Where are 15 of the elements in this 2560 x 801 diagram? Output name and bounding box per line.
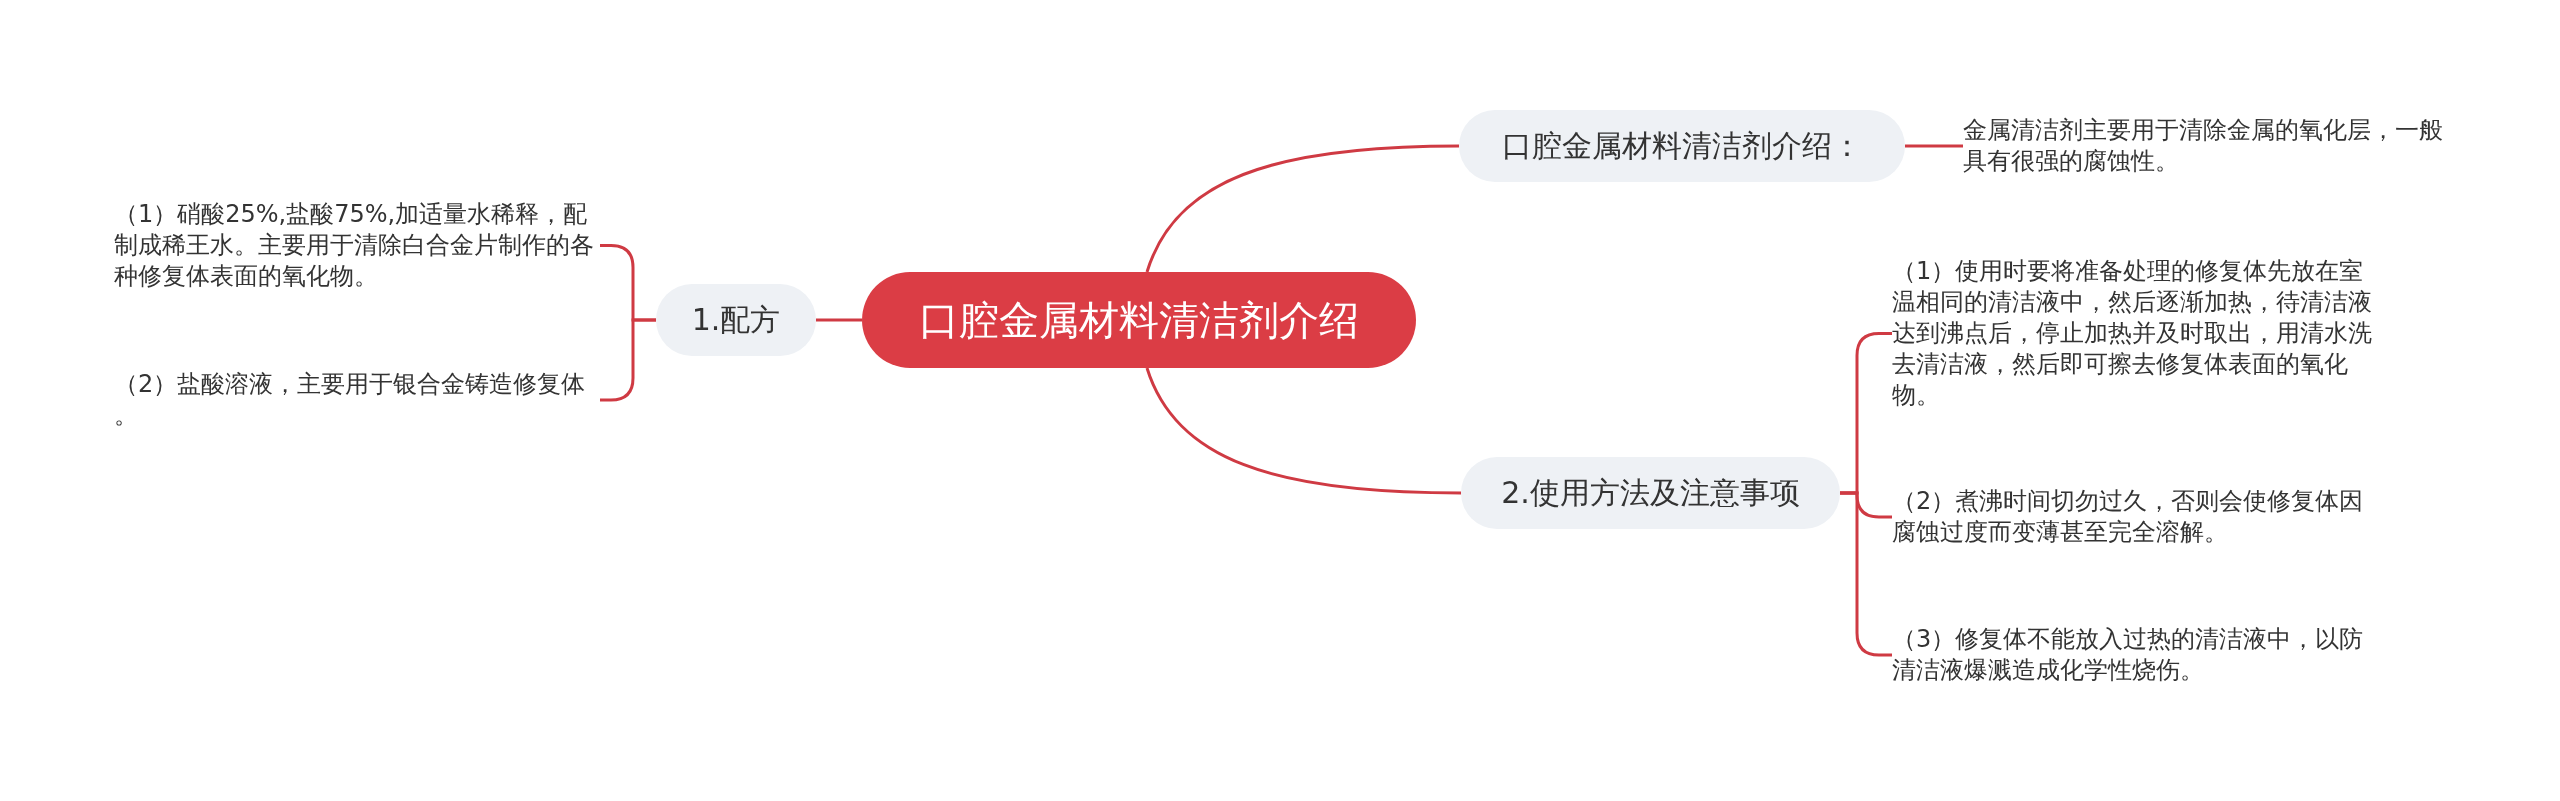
connector-line: [816, 318, 862, 322]
central-topic-pill: 口腔金属材料清洁剂介绍: [862, 272, 1416, 368]
note-text: （1）硝酸25%,盐酸75%,加适量水稀释，配制成稀王水。主要用于清除白合金片制作的各种修复体表面的氧化物。: [114, 199, 600, 292]
note-text: （2）煮沸时间切勿过久，否则会使修复体因腐蚀过度而变薄甚至完全溶解。: [1892, 486, 2378, 548]
note-text: 金属清洁剂主要用于清除金属的氧化层，一般具有很强的腐蚀性。: [1963, 115, 2449, 177]
note-text: （1）使用时要将准备处理的修复体先放在室温相同的清洁液中，然后逐渐加热，待清洁液达到沸点后，停止加热并及时取出，用清水洗去清洁液，然后即可擦去修复体表面的氧化物。: [1892, 256, 2378, 411]
subtopic-pill: 1.配方: [656, 284, 816, 356]
connector-line: [1840, 491, 1892, 657]
connector-line: [1145, 367, 1462, 495]
subtopic-pill: 2.使用方法及注意事项: [1461, 457, 1840, 529]
connector-line: [1905, 144, 1963, 148]
note-text: （3）修复体不能放入过热的清洁液中，以防清洁液爆溅造成化学性烧伤。: [1892, 624, 2378, 686]
connector-line: [1145, 144, 1460, 273]
note-text: （2）盐酸溶液，主要用于银合金铸造修复体。: [114, 369, 600, 431]
subtopic-pill: 口腔金属材料清洁剂介绍：: [1459, 110, 1905, 182]
